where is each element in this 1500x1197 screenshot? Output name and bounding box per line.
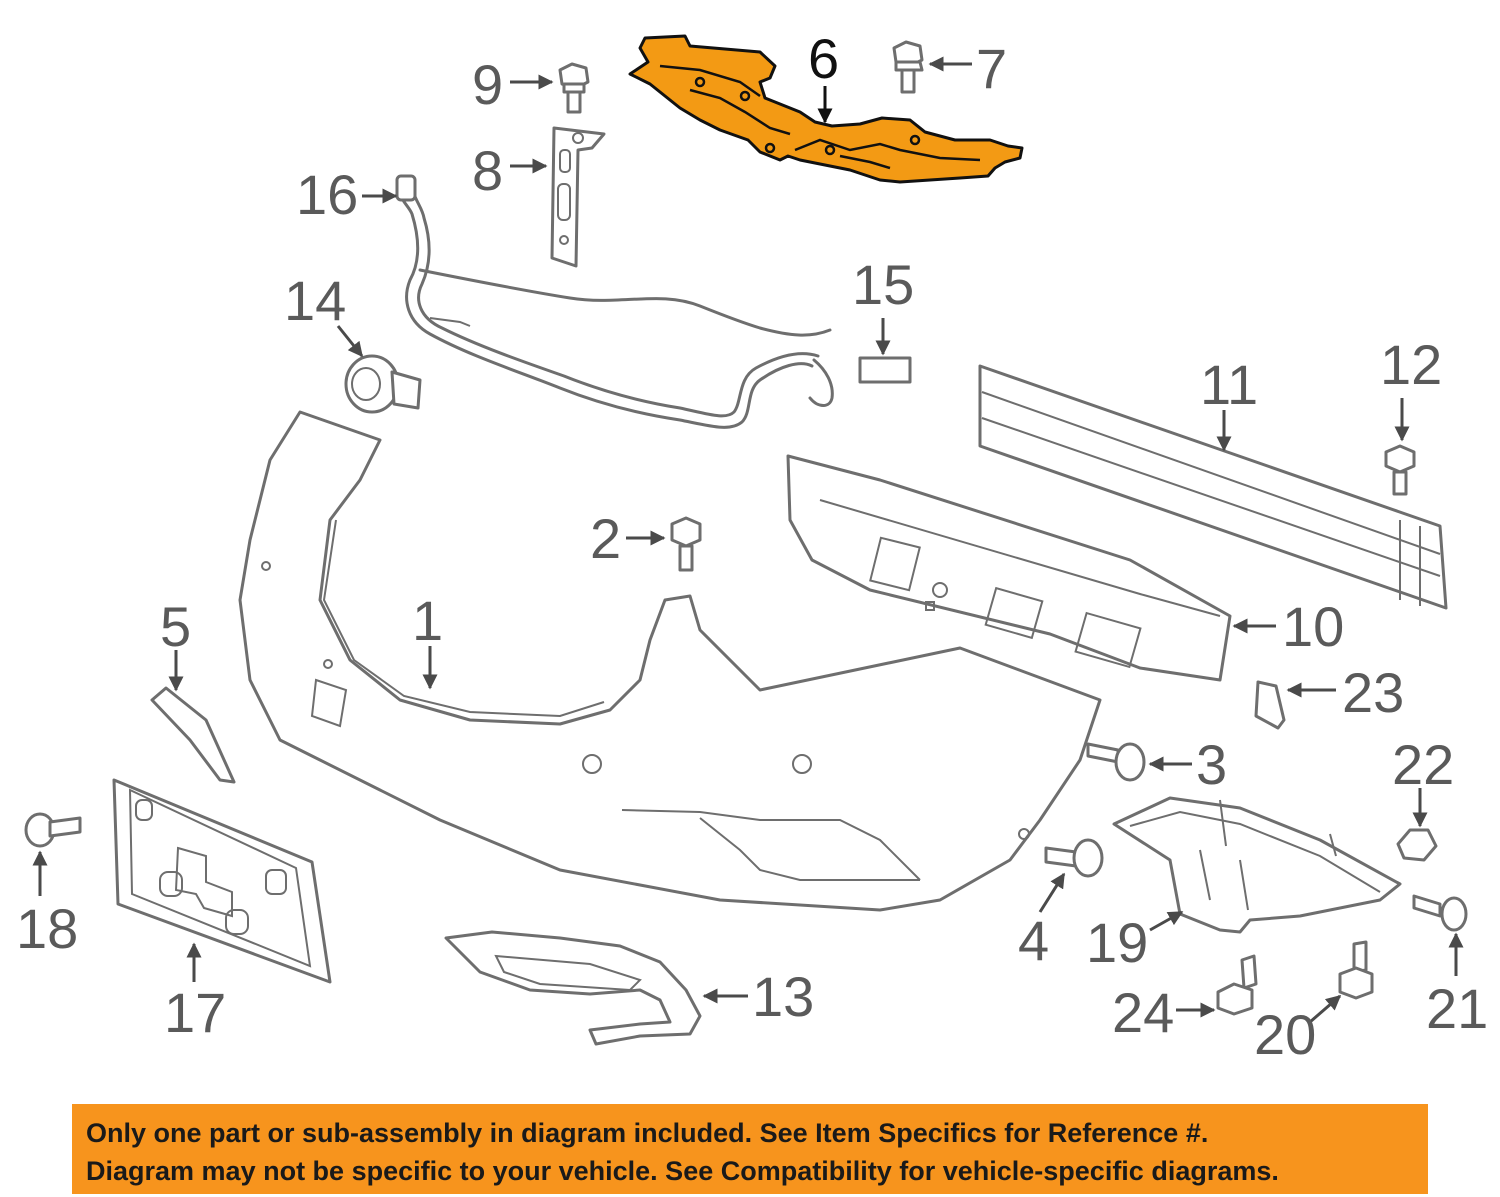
part-6-highlighted-bracket: [628, 34, 1024, 184]
callout-22: 22: [1392, 733, 1454, 796]
part-8-bracket: [550, 126, 606, 268]
part-13-bezel: [444, 930, 702, 1046]
part-7-bolt: [892, 40, 924, 94]
part-14-sensor: [344, 354, 422, 414]
callout-11: 11: [1200, 353, 1258, 416]
leader-14: [336, 325, 364, 358]
callout-7: 7: [976, 37, 1007, 100]
part-20-bolt: [1338, 940, 1374, 1000]
callout-20: 20: [1254, 1003, 1316, 1066]
callout-12: 12: [1380, 333, 1442, 396]
callout-15: 15: [852, 253, 914, 316]
callout-3: 3: [1196, 733, 1227, 796]
callout-17: 17: [164, 981, 226, 1044]
callout-10: 10: [1282, 595, 1344, 658]
callout-5: 5: [160, 595, 191, 658]
callout-18: 18: [16, 897, 78, 960]
part-2-bolt: [670, 516, 702, 572]
part-3-bolt: [1086, 742, 1146, 782]
callout-23: 23: [1342, 661, 1404, 724]
part-16-wiring-harness: [395, 174, 834, 429]
part-24-bolt: [1216, 954, 1258, 1016]
callout-14: 14: [284, 269, 346, 332]
part-4-bolt: [1044, 838, 1104, 878]
callout-21: 21: [1426, 977, 1488, 1040]
part-17-license-bracket: [112, 778, 332, 984]
disclaimer-banner: Only one part or sub-assembly in diagram…: [72, 1104, 1428, 1194]
part-11-reinforcement: [978, 364, 1448, 610]
callout-labels: 6 9 7 8 16 14 15 11 12 2 1 5 10 23 3 22 …: [16, 27, 1488, 1066]
part-5-seal: [150, 686, 236, 784]
leader-20: [1309, 994, 1342, 1024]
part-23-clip: [1254, 680, 1286, 730]
disclaimer-line-2: Diagram may not be specific to your vehi…: [86, 1156, 1279, 1186]
part-18-bolt: [24, 812, 82, 848]
callout-6: 6: [808, 27, 839, 90]
callout-2: 2: [590, 507, 621, 570]
part-12-bolt: [1384, 444, 1416, 496]
part-10-absorber: [786, 454, 1232, 682]
leader-19: [1149, 910, 1184, 932]
part-21-bolt: [1412, 894, 1468, 932]
callout-24: 24: [1112, 981, 1174, 1044]
callout-1: 1: [412, 589, 443, 652]
part-15-label: [858, 356, 912, 384]
part-19-support: [1112, 796, 1402, 934]
part-22-nut: [1396, 828, 1438, 862]
part-9-bolt: [558, 62, 590, 114]
callout-19: 19: [1086, 911, 1148, 974]
callout-8: 8: [472, 139, 503, 202]
callout-4: 4: [1018, 909, 1049, 972]
leader-4: [1038, 872, 1066, 913]
leader-lines: [32, 56, 1464, 1024]
part-1-bumper-cover: [238, 410, 1102, 912]
disclaimer-line-1: Only one part or sub-assembly in diagram…: [86, 1118, 1209, 1148]
callout-9: 9: [472, 53, 503, 116]
callout-16: 16: [296, 163, 358, 226]
callout-13: 13: [752, 965, 814, 1028]
